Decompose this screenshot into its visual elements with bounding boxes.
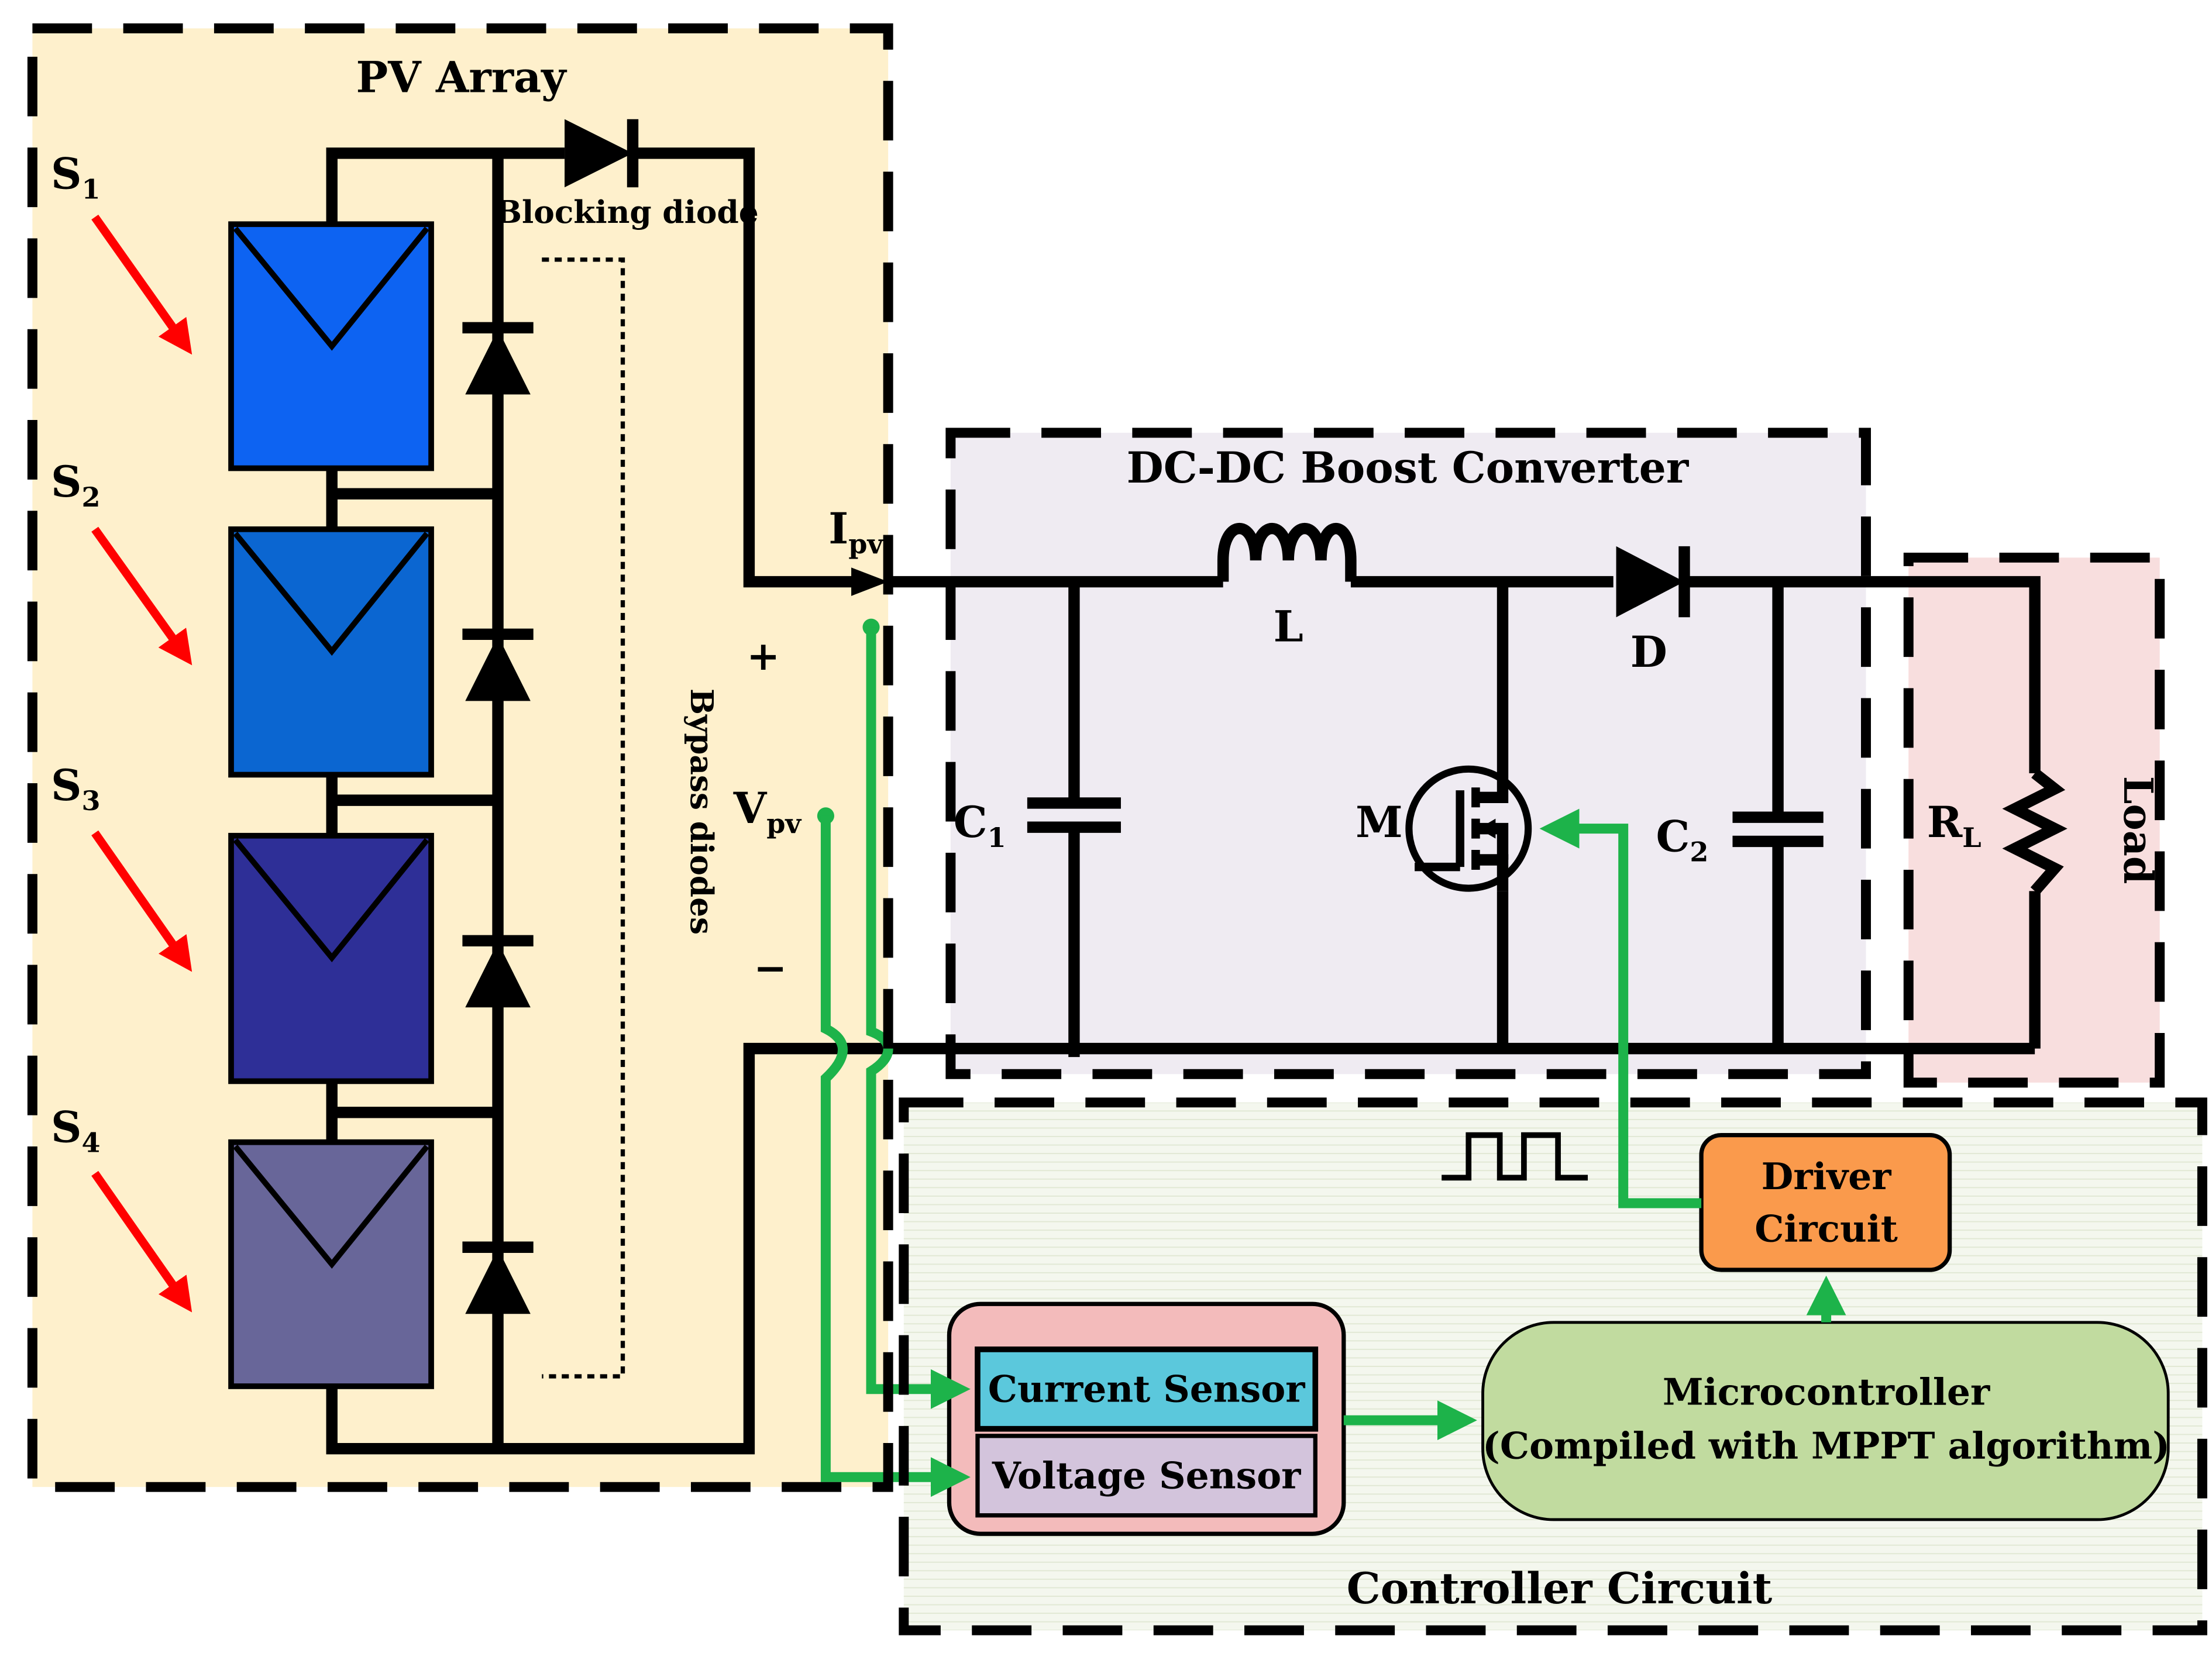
current-sensor-block	[975, 1346, 1319, 1432]
mosfet	[1405, 765, 1532, 892]
capacitor-c1	[1027, 797, 1121, 833]
bypass-diode-3	[462, 935, 534, 1008]
voltage-sensor-block	[975, 1434, 1317, 1518]
bypass-diode-1	[462, 322, 534, 395]
capacitor-c2	[1732, 811, 1824, 848]
ipv-current-arrow	[851, 567, 889, 596]
bypass-diodes-label: Bypass diodes	[683, 688, 720, 935]
plus-sign: +	[746, 633, 780, 680]
irradiance-label-s4: S4	[51, 1103, 101, 1159]
capacitor-c1-label: C1	[954, 798, 1006, 853]
irradiance-arrows	[91, 214, 192, 1313]
pwm-waveform	[1442, 1132, 1588, 1181]
microcontroller-block	[1481, 1321, 2170, 1521]
irradiance-label-s1: S1	[51, 150, 101, 205]
load-resistor	[2002, 769, 2067, 895]
load-resistor-label: RL	[1927, 798, 1981, 853]
mosfet-label: M	[1356, 798, 1403, 848]
pv-panel-4	[228, 1139, 434, 1389]
ipv-label: Ipv	[828, 504, 883, 560]
boost-converter-title: DC-DC Boost Converter	[1127, 443, 1690, 493]
boost-converter-region	[950, 432, 1866, 1075]
blocking-diode	[565, 119, 639, 188]
bypass-diode-2	[462, 628, 534, 701]
irradiance-label-s3: S3	[51, 761, 101, 817]
bypass-diode-4	[462, 1241, 534, 1314]
inductor-label: L	[1274, 602, 1303, 652]
boost-converter-wiring	[888, 576, 2041, 1058]
pv-panel-1	[228, 221, 434, 471]
current-sensor-label: Current Sensor	[988, 1368, 1306, 1411]
microcontroller-label-line1: Microcontroller	[1663, 1370, 1990, 1413]
irradiance-label-s2: S2	[51, 457, 101, 513]
driver-circuit-label-line2: Circuit	[1755, 1207, 1898, 1251]
pv-panel-3	[228, 832, 434, 1084]
load-title: Load	[2114, 776, 2161, 884]
voltage-sensor-label: Voltage Sensor	[992, 1454, 1301, 1497]
signal-lines	[817, 618, 1846, 1497]
region-borders	[27, 23, 2207, 1635]
inductor	[1217, 523, 1357, 582]
diode-label: D	[1630, 628, 1667, 677]
blocking-diode-label: Blocking diode	[496, 194, 759, 230]
vpv-label: Vpv	[733, 784, 802, 839]
driver-circuit-label-line1: Driver	[1762, 1155, 1892, 1198]
capacitor-c2-label: C2	[1656, 812, 1708, 867]
controller-circuit-title: Controller Circuit	[1347, 1564, 1773, 1614]
minus-sign: −	[754, 945, 787, 992]
microcontroller-label-line2: (Compiled with MPPT algorithm)	[1482, 1424, 2170, 1468]
pv-panel-2	[228, 526, 434, 778]
pv-array-wiring	[326, 147, 2035, 1455]
pv-array-title: PV Array	[356, 53, 567, 103]
output-diode	[1616, 546, 1690, 618]
